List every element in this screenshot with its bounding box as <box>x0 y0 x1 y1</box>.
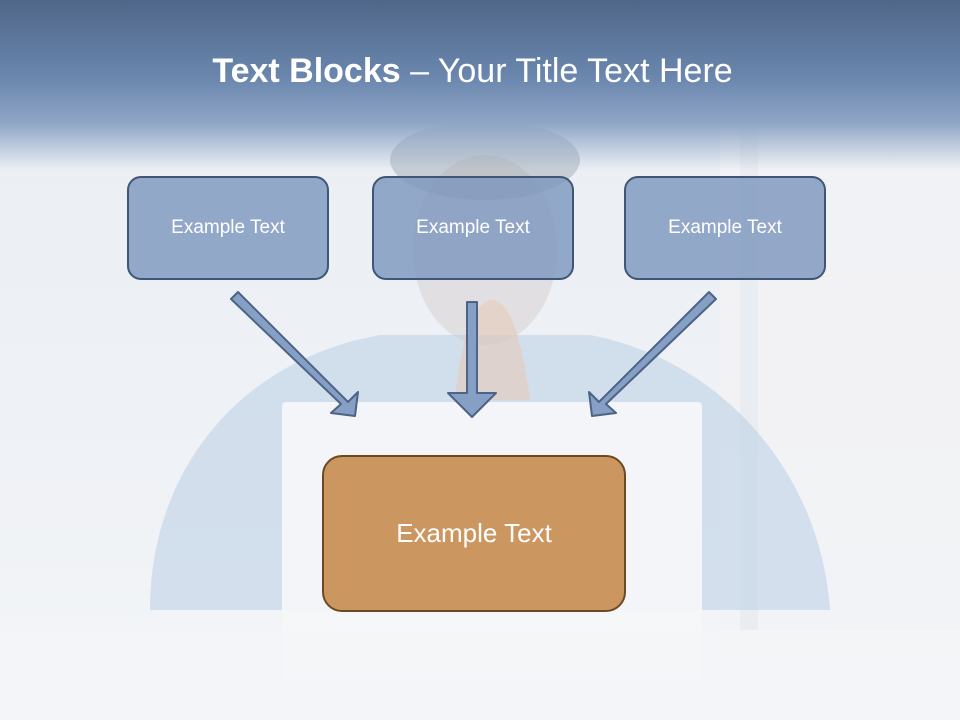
text-block-1[interactable]: Example Text <box>127 176 329 280</box>
center-text-block[interactable]: Example Text <box>322 455 626 612</box>
text-block-1-label: Example Text <box>171 217 285 238</box>
text-block-2-label: Example Text <box>416 217 530 238</box>
text-block-2[interactable]: Example Text <box>372 176 574 280</box>
title-bold: Text Blocks <box>212 52 401 90</box>
arrow-center <box>447 301 497 418</box>
arrow-left <box>230 291 359 417</box>
title-rest: – Your Title Text Here <box>400 52 733 90</box>
title-band <box>0 0 960 170</box>
text-block-3[interactable]: Example Text <box>624 176 826 280</box>
slide-title: Text Blocks – Your Title Text Here <box>0 52 945 91</box>
arrow-right <box>588 291 717 417</box>
text-block-3-label: Example Text <box>668 217 782 238</box>
center-text-block-label: Example Text <box>396 518 552 548</box>
desk <box>0 630 960 720</box>
